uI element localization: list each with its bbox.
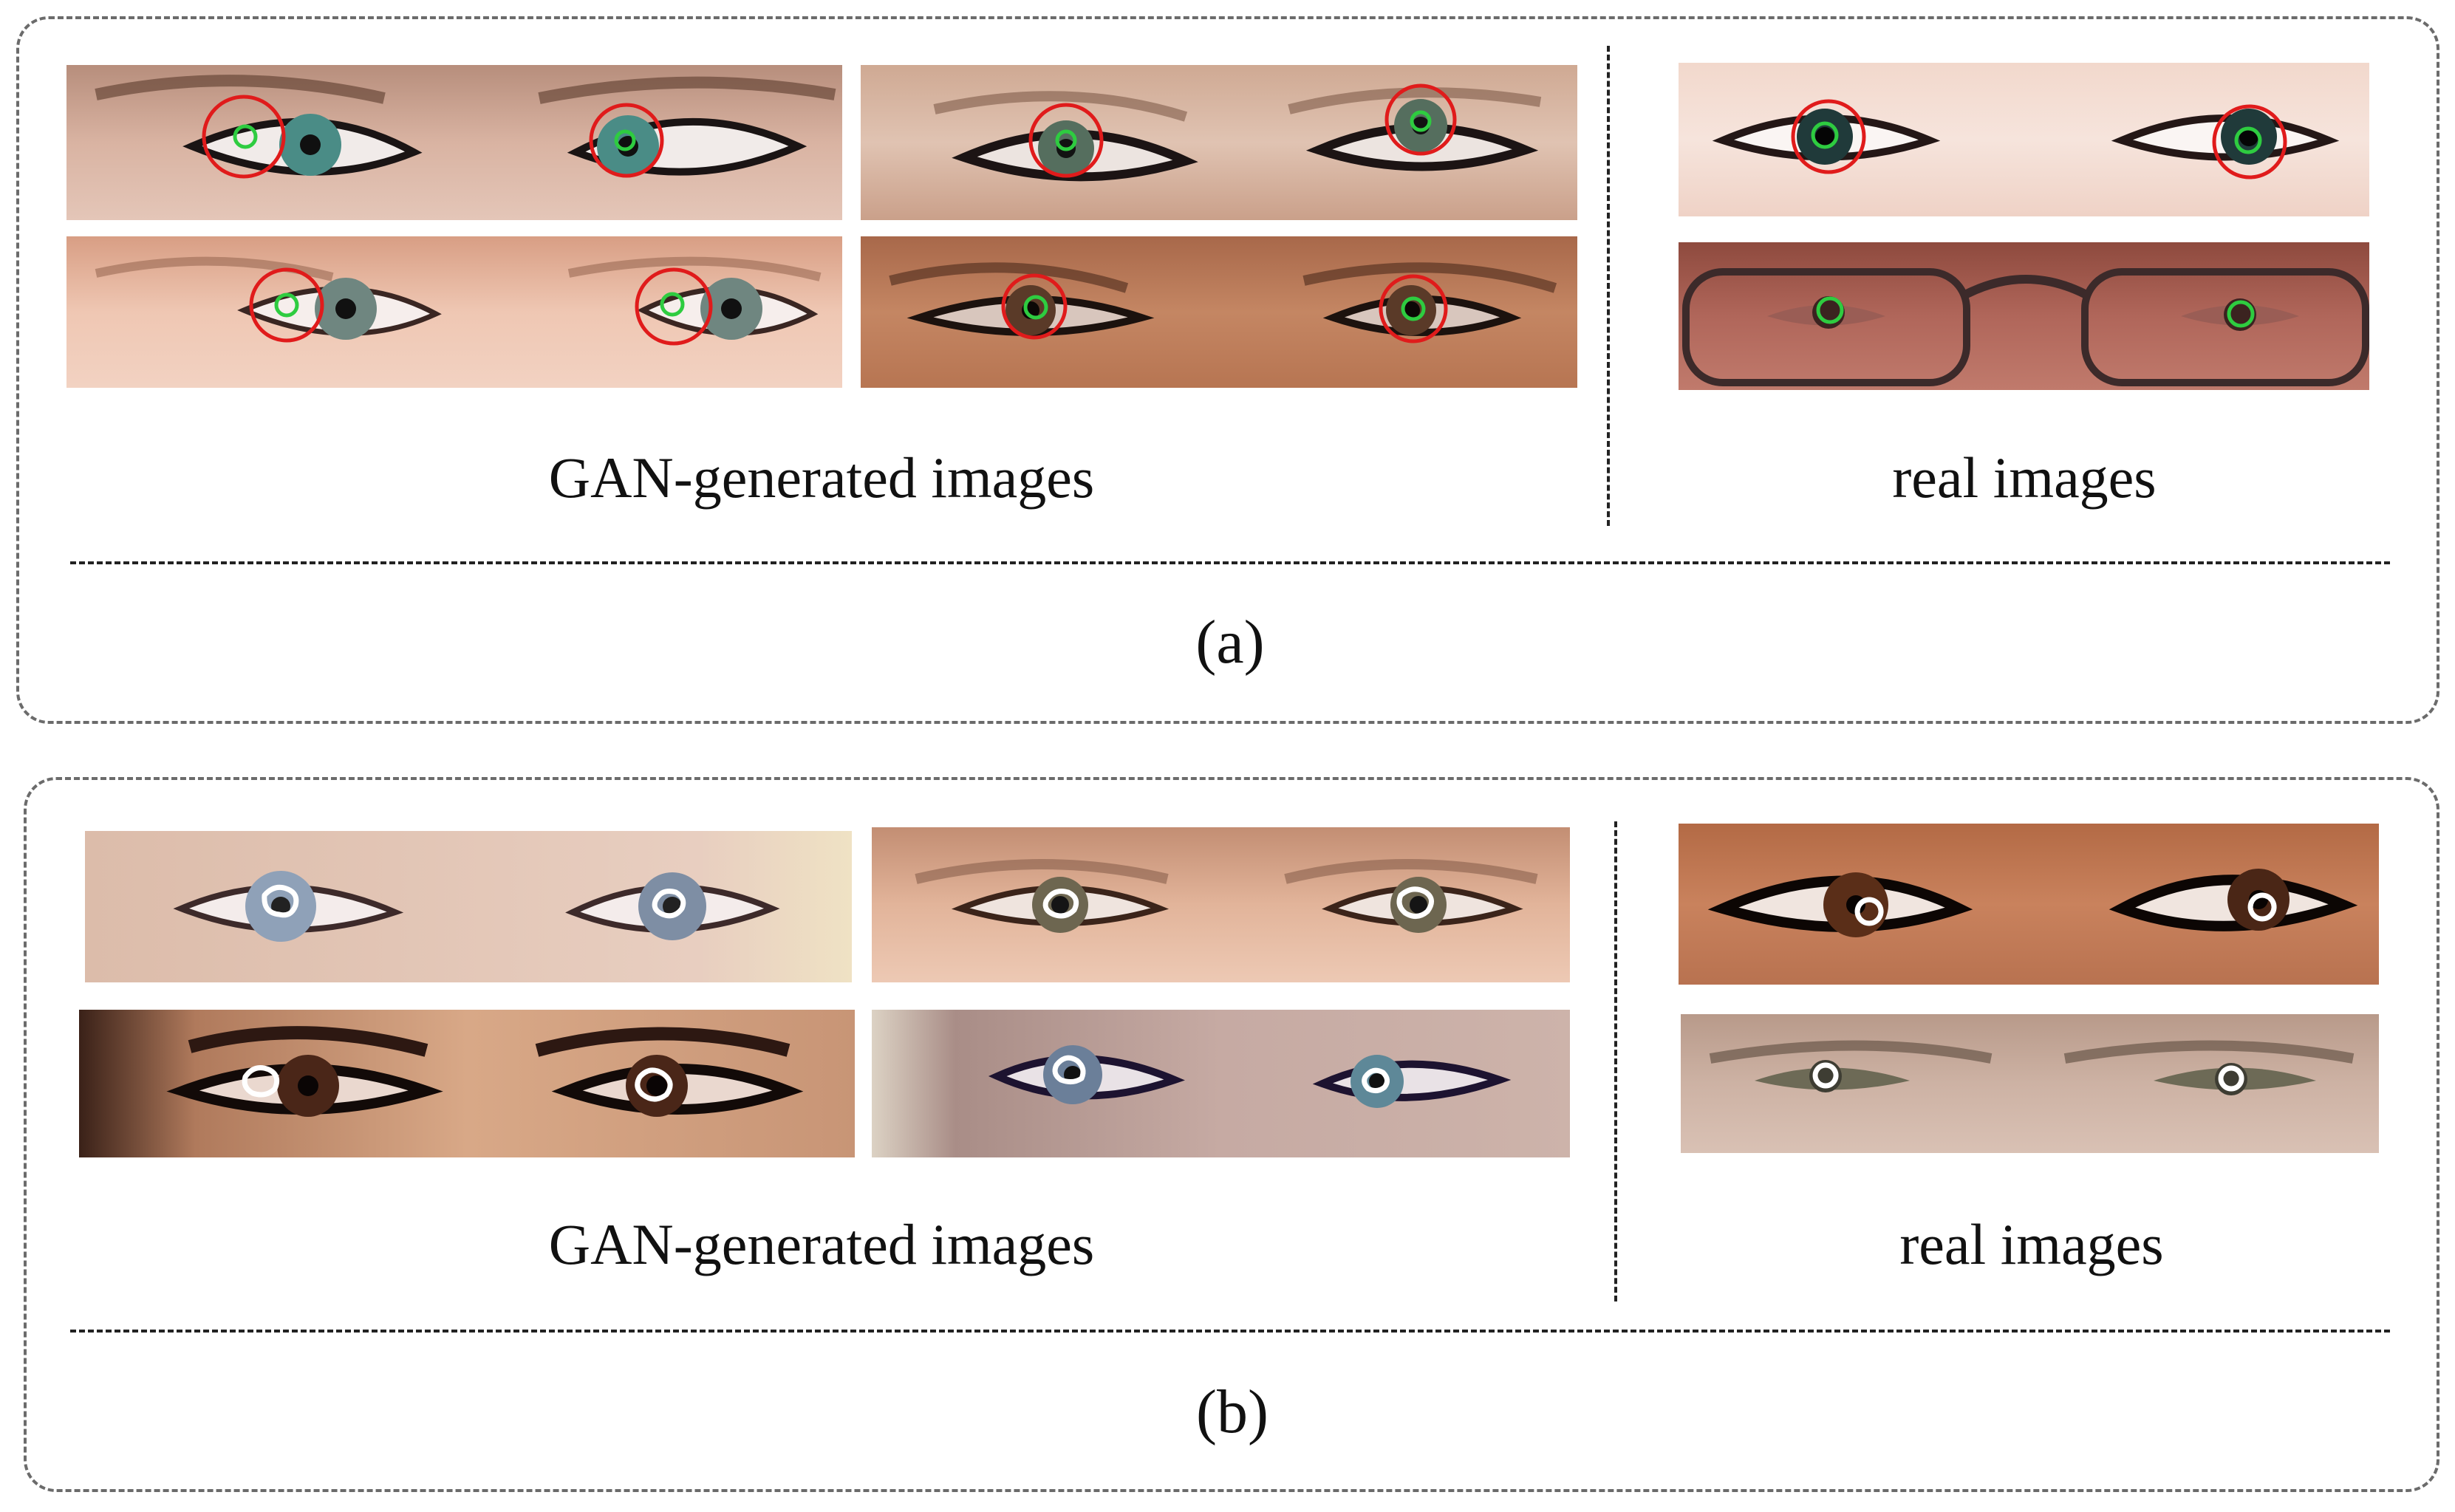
gan-eye-strip [85,831,852,982]
gan-eye-strip [861,236,1577,388]
gan-eye-strip [66,65,842,220]
real-eye-strip [1681,1014,2379,1153]
gan-eye-strip [872,827,1570,982]
gan-eye-strip [872,1010,1570,1157]
gan-caption: GAN-generated images [548,445,1095,510]
caption-separator [70,561,2390,564]
gan-eye-strip [861,65,1577,220]
gan-eye-strip [66,236,842,388]
real-eye-strip [1679,824,2379,985]
real-caption: real images [1899,1212,2164,1276]
panel-label: (a) [1195,608,1265,677]
column-separator [1607,46,1610,526]
real-caption: real images [1892,445,2157,510]
panel-b-frame [24,777,2439,1492]
gan-caption: GAN-generated images [548,1212,1095,1276]
gan-eye-strip [79,1010,855,1157]
column-separator [1614,821,1617,1301]
caption-separator [70,1330,2390,1333]
real-eye-strip [1679,242,2369,390]
panel-a-frame [16,16,2439,724]
real-eye-strip [1679,63,2369,216]
panel-label: (b) [1196,1378,1269,1446]
